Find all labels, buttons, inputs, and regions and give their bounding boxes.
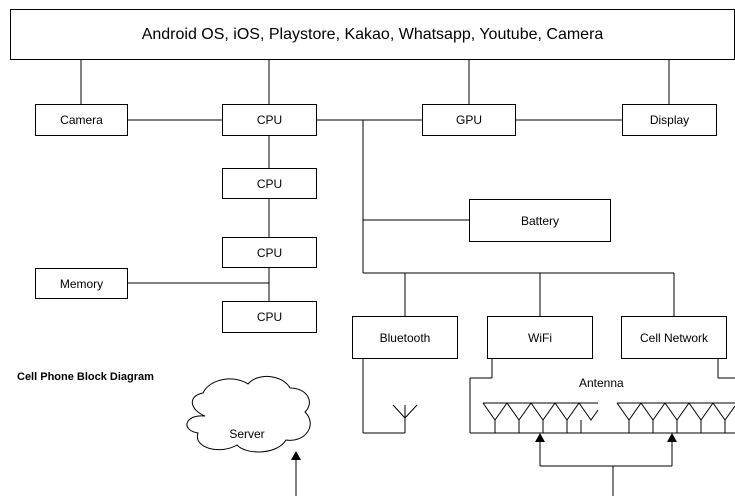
- cpu-main-block: CPU: [222, 104, 317, 136]
- antenna-label: Antenna: [579, 376, 624, 390]
- cpu-block-4: CPU: [222, 301, 317, 333]
- cell-network-block: Cell Network: [621, 316, 727, 359]
- server-cloud: [186, 376, 311, 453]
- arrow-head-right: [667, 433, 677, 442]
- cpu-block-3: CPU: [222, 237, 317, 268]
- display-block: Display: [622, 104, 717, 136]
- server-label: Server: [229, 427, 264, 441]
- software-block: Android OS, iOS, Playstore, Kakao, Whats…: [10, 9, 735, 60]
- battery-block: Battery: [469, 199, 611, 242]
- arrow-head-server: [291, 451, 301, 460]
- diagram-title: Cell Phone Block Diagram: [17, 371, 154, 383]
- arrow-head-left: [535, 433, 545, 442]
- antenna-array-1-symbol: [482, 402, 599, 421]
- wifi-block: WiFi: [487, 316, 593, 359]
- gpu-block: GPU: [422, 104, 516, 136]
- bluetooth-block: Bluetooth: [352, 316, 458, 359]
- antenna-array-2-symbol: [616, 402, 735, 421]
- camera-block: Camera: [35, 104, 128, 136]
- memory-block: Memory: [35, 268, 128, 299]
- bt-antenna-symbol: [392, 404, 418, 419]
- cpu-block-2: CPU: [222, 168, 317, 199]
